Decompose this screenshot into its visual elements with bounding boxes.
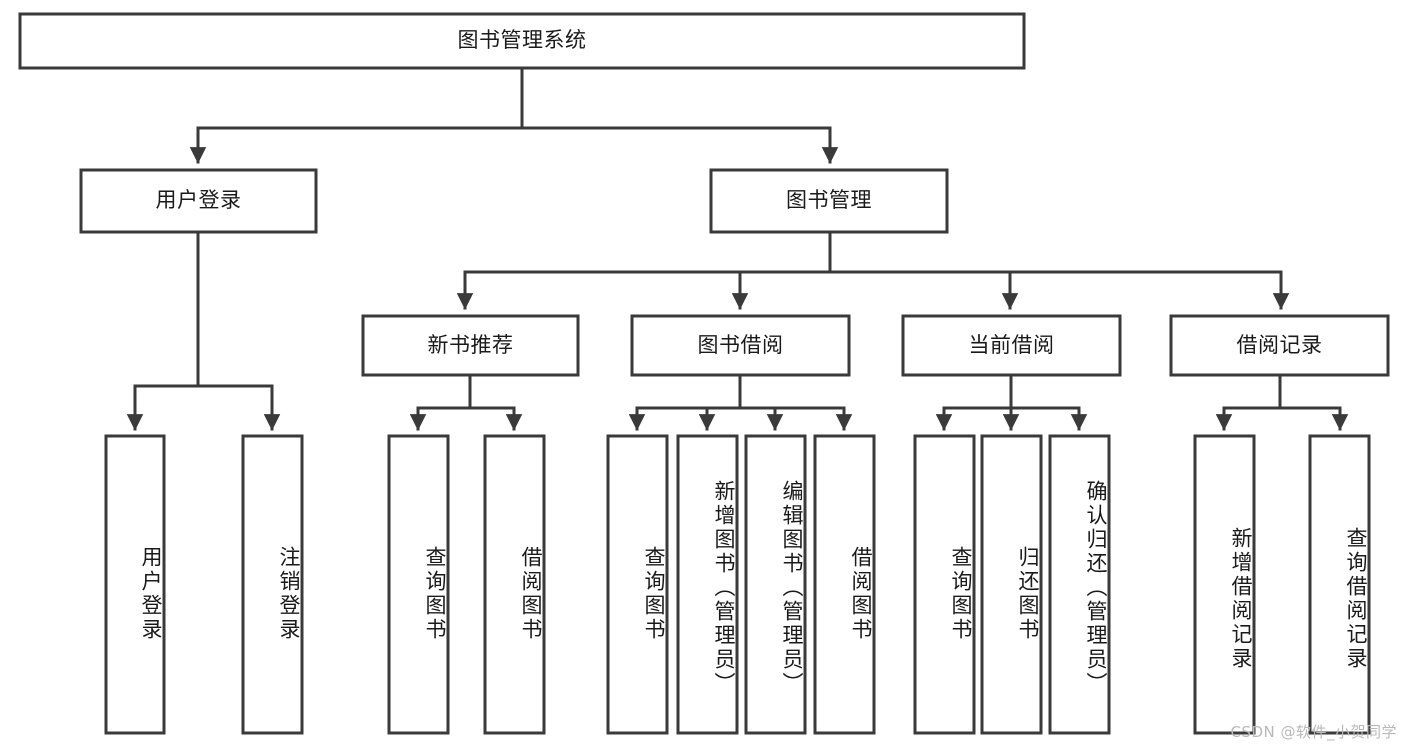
node-box-book-borrow[interactable] — [630, 314, 851, 377]
watermark-text: CSDN @软件_小贺同学 — [1230, 723, 1397, 741]
leaf-box-11[interactable] — [1193, 434, 1256, 735]
leaf-box-7[interactable] — [813, 434, 876, 735]
leaf-box-1[interactable] — [241, 434, 304, 735]
node-box-user-login[interactable] — [79, 168, 318, 234]
node-box-root[interactable] — [18, 12, 1026, 70]
node-box-new-book-recommend[interactable] — [361, 314, 580, 377]
leaf-box-2[interactable] — [387, 434, 450, 735]
leaf-box-3[interactable] — [483, 434, 546, 735]
leaf-box-8[interactable] — [913, 434, 976, 735]
leaf-box-9[interactable] — [980, 434, 1043, 735]
leaf-box-6[interactable] — [744, 434, 807, 735]
leaf-box-12[interactable] — [1308, 434, 1371, 735]
leaf-box-4[interactable] — [606, 434, 669, 735]
node-box-borrow-record[interactable] — [1169, 314, 1390, 377]
leaf-box-10[interactable] — [1048, 434, 1111, 735]
leaf-box-0[interactable] — [104, 434, 166, 735]
node-box-current-borrow[interactable] — [901, 314, 1122, 377]
node-box-book-management[interactable] — [709, 168, 949, 234]
leaf-box-5[interactable] — [676, 434, 739, 735]
